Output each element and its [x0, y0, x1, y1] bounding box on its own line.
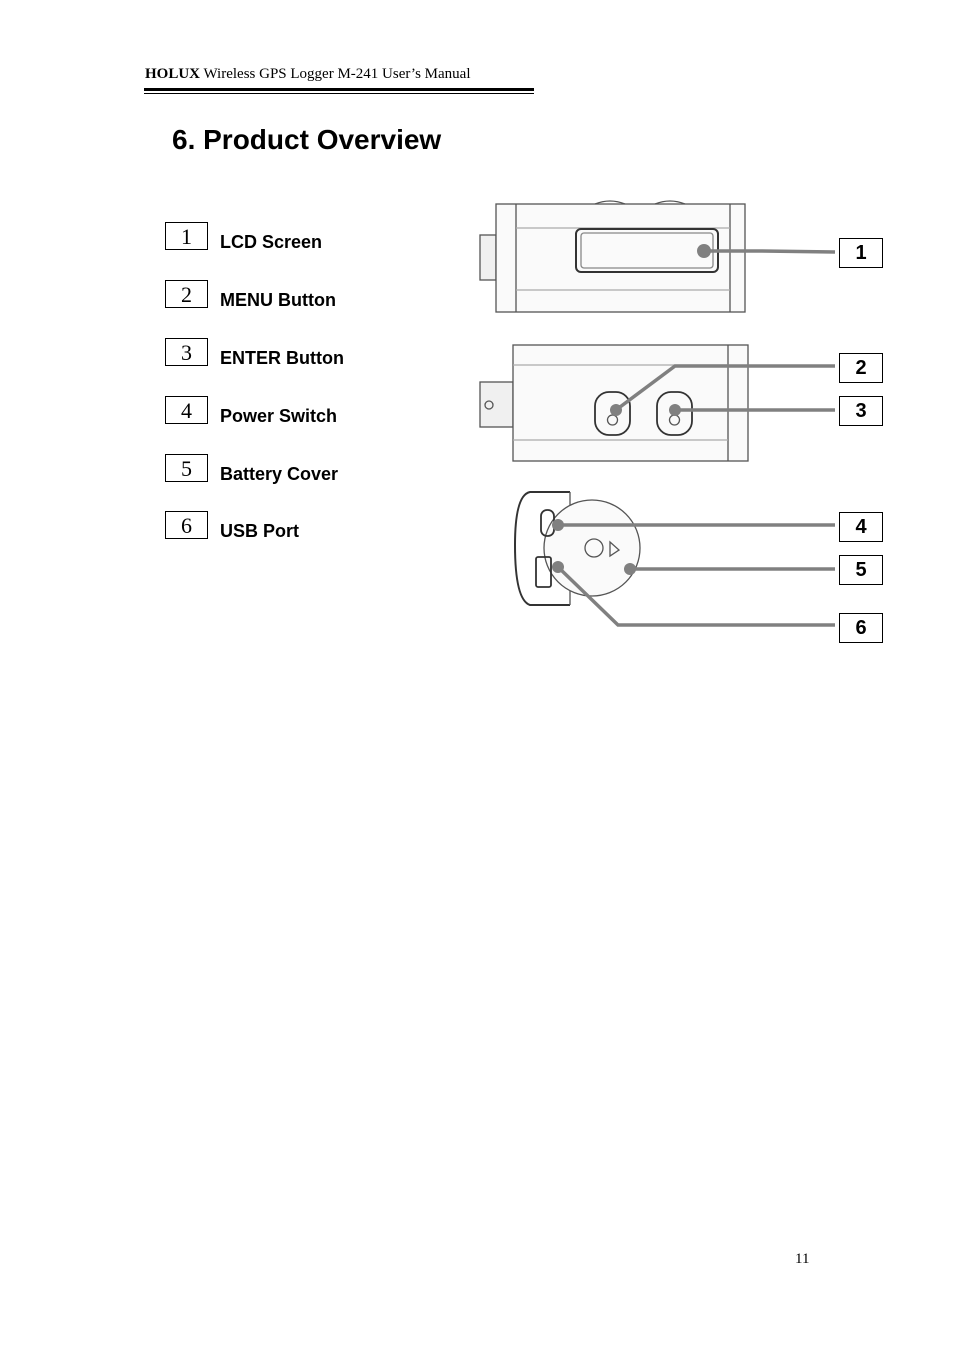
legend-number: 6 — [165, 511, 208, 539]
legend-label: MENU Button — [220, 290, 336, 310]
legend-number: 3 — [165, 338, 208, 366]
header-rule-thick — [144, 88, 534, 91]
device-diagram — [479, 200, 836, 627]
legend-number: 5 — [165, 454, 208, 482]
section-title: 6. Product Overview — [172, 124, 442, 155]
device-side-view-icon — [479, 344, 749, 462]
legend-number: 2 — [165, 280, 208, 308]
callout-3: 3 — [839, 396, 883, 426]
callout-2: 2 — [839, 353, 883, 383]
callout-leader-lines — [555, 249, 836, 627]
legend-label: Power Switch — [220, 406, 338, 426]
callout-5: 5 — [839, 555, 883, 585]
callout-dots — [552, 244, 711, 575]
legend-number: 1 — [165, 222, 208, 250]
legend-label: LCD Screen — [220, 232, 323, 252]
running-header: HOLUX Wireless GPS Logger M-241 User’s M… — [145, 66, 471, 83]
legend-label: Battery Cover — [220, 464, 339, 484]
header-rule-thin — [144, 93, 534, 94]
callout-6: 6 — [839, 613, 883, 643]
header-text: Wireless GPS Logger M-241 User’s Manual — [200, 66, 471, 82]
page-number: 11 — [795, 1251, 810, 1267]
legend-number: 4 — [165, 396, 208, 424]
legend-label: ENTER Button — [220, 348, 344, 368]
legend-label: USB Port — [220, 521, 300, 541]
header-brand: HOLUX — [145, 66, 201, 82]
callout-4: 4 — [839, 512, 883, 542]
callout-1: 1 — [839, 238, 883, 268]
device-figure: 1 2 3 4 5 6 — [470, 195, 890, 650]
device-top-view-icon — [479, 200, 746, 313]
